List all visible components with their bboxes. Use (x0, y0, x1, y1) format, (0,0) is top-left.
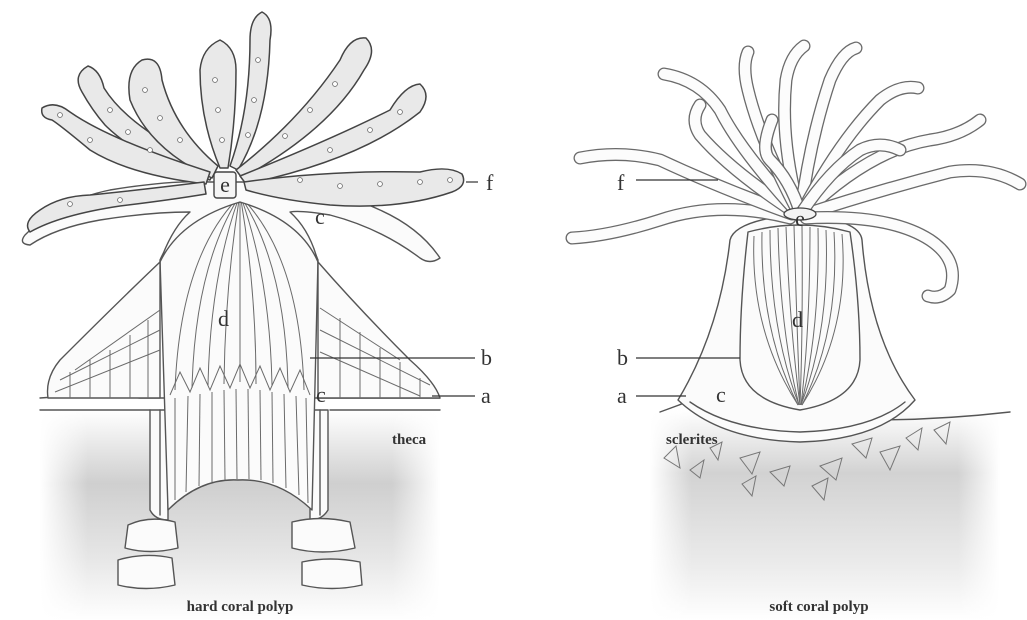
hard-label-a: a (481, 383, 491, 408)
hard-label-f: f (486, 170, 494, 195)
hard-label-b: b (481, 345, 492, 370)
soft-label-c: c (716, 382, 726, 407)
hard-label-e: e (220, 172, 230, 197)
soft-label-d: d (792, 307, 803, 332)
theca-label: theca (392, 432, 427, 448)
soft-label-f: f (617, 170, 625, 195)
soft-label-e: e (795, 206, 805, 231)
hard-coral-polyp: e f c d b c a theca hard coral polyp (22, 12, 494, 620)
hard-label-c-lower: c (316, 382, 326, 407)
hard-label-c-upper: c (315, 204, 325, 229)
sclerites-label: sclerites (666, 432, 718, 448)
hard-label-d: d (218, 306, 229, 331)
soft-label-b: b (617, 345, 628, 370)
soft-label-a: a (617, 383, 627, 408)
soft-coral-caption: soft coral polyp (769, 599, 868, 615)
hard-coral-caption: hard coral polyp (187, 599, 294, 615)
soft-coral-polyp: f e d b a c sclerites soft coral polyp (572, 46, 1020, 620)
